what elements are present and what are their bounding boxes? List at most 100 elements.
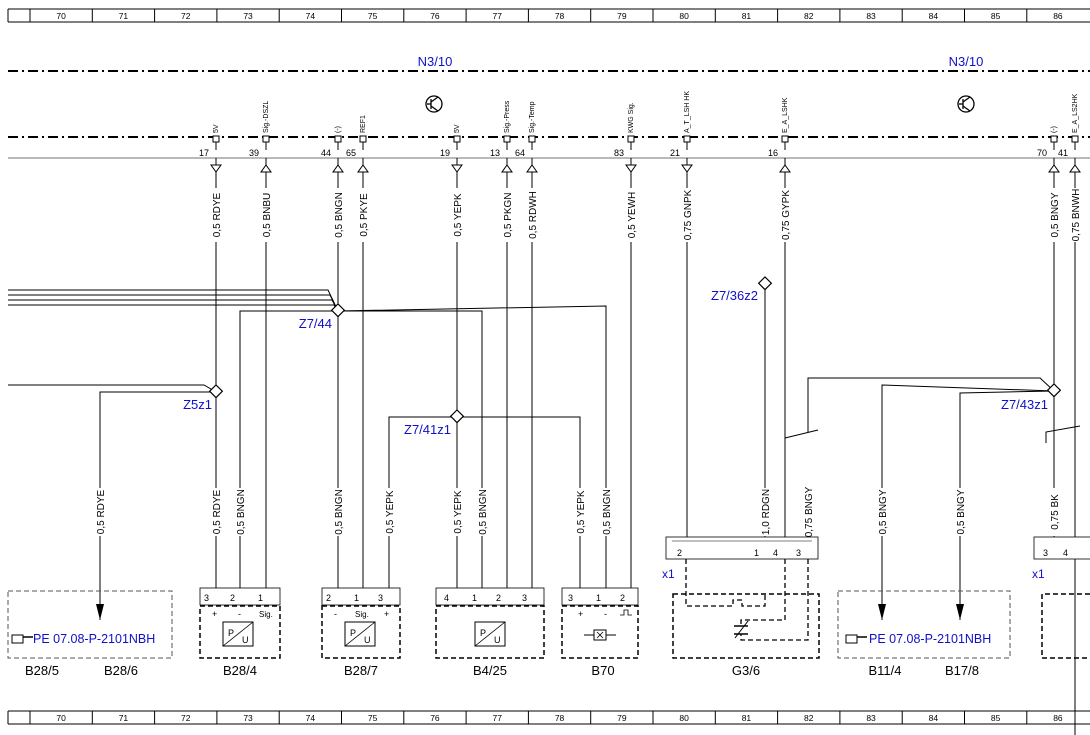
svg-text:-: - — [604, 609, 607, 619]
reference-link[interactable]: PE 07.08-P-2101NBH — [869, 632, 991, 646]
pointing-hand-icon — [11, 634, 33, 644]
x1-pin-label: 3 — [796, 548, 801, 558]
connector-x1: 2 1 4 3 3 4 — [665, 536, 1090, 560]
x1-pin-label: 4 — [1063, 548, 1068, 558]
pin-number: 21 — [670, 148, 680, 158]
pin-terminal — [503, 135, 511, 143]
ruler-column-number: 73 — [243, 713, 253, 723]
svg-text:2: 2 — [620, 593, 625, 603]
harness-lines — [8, 284, 1081, 620]
ruler-column-number: 71 — [119, 713, 129, 723]
ruler-column-number: 82 — [804, 713, 814, 723]
ruler-column-number: 86 — [1053, 11, 1063, 21]
splice-label: Z5z1 — [183, 397, 212, 412]
ruler-column-number: 80 — [679, 11, 689, 21]
transistor-icon — [425, 95, 443, 113]
pin-terminal — [528, 135, 536, 143]
pin-arrow — [1048, 164, 1060, 173]
ruler-column-number: 77 — [493, 11, 503, 21]
svg-text:-: - — [334, 609, 337, 619]
pin-arrow — [1069, 164, 1081, 173]
ruler-column-number: 81 — [742, 713, 752, 723]
pin-signal: E_A_LSHK — [782, 97, 789, 133]
pin-number: 19 — [440, 148, 450, 158]
transistor-icon — [957, 95, 975, 113]
component-label: B28/5 — [25, 663, 59, 678]
component-label: B11/4 — [868, 663, 901, 678]
svg-text:1: 1 — [472, 593, 477, 603]
partial-component-box — [1041, 593, 1090, 659]
ruler-column-number: 75 — [368, 713, 378, 723]
pin-number: 65 — [346, 148, 356, 158]
wire-label: 0,75 BNWH — [1071, 189, 1082, 242]
svg-text:2: 2 — [230, 593, 235, 603]
wire-label: 0,5 RDWH — [528, 191, 539, 239]
wire-label: 0,5 YEPK — [385, 490, 396, 534]
wire-label: 0,5 BNGY — [1050, 192, 1061, 237]
wire-label: 0,75 GNPK — [683, 189, 694, 240]
svg-text:P: P — [350, 628, 356, 638]
pin-arrow — [779, 164, 791, 173]
pin-number: 44 — [321, 148, 331, 158]
ecu-pins: 175V39Sig.-DSZL44(-)65REF1195V13Sig.-Pre… — [199, 91, 1081, 173]
pin-arrow — [260, 164, 272, 173]
reference-box — [837, 590, 1011, 659]
ruler-column-number: 70 — [56, 11, 66, 21]
ruler-column-number: 75 — [368, 11, 378, 21]
component-label: B17/8 — [945, 663, 979, 678]
ruler-column-number: 72 — [181, 713, 191, 723]
wire-label: 0,5 BNBU — [262, 193, 273, 237]
svg-text:3: 3 — [378, 593, 383, 603]
wire-label: 0,5 BNGN — [334, 192, 345, 238]
pin-arrow — [451, 164, 463, 173]
pin-signal: Sig.-Press — [504, 100, 511, 133]
splice-label: Z7/43z1 — [1001, 397, 1048, 412]
ruler-column-number: 81 — [742, 11, 752, 21]
connector-label: x1 — [1032, 567, 1045, 581]
svg-text:+: + — [384, 609, 389, 619]
pin-number: 16 — [768, 148, 778, 158]
ruler-column-number: 85 — [991, 11, 1001, 21]
svg-text:3: 3 — [568, 593, 573, 603]
pin-terminal — [781, 135, 789, 143]
wire-label: 0,75 GYPK — [781, 190, 792, 240]
pin-signal: Sig.-Temp — [529, 101, 536, 133]
ruler-column-number: 85 — [991, 713, 1001, 723]
x1-pin-label: 2 — [677, 548, 682, 558]
svg-text:Sig.: Sig. — [355, 610, 369, 619]
wire-label: 0,5 RDYE — [96, 489, 107, 534]
pin-signal: KWG Sig. — [628, 102, 635, 133]
ruler-column-number: 83 — [866, 11, 876, 21]
pin-terminal — [627, 135, 635, 143]
svg-text:+: + — [212, 609, 217, 619]
pin-arrow — [526, 164, 538, 173]
wire-label: 0,5 BNGY — [956, 489, 967, 534]
sensor-g3-6 — [672, 559, 820, 659]
svg-text:P: P — [228, 628, 234, 638]
pin-signal: E_A_LS2HK — [1072, 93, 1079, 133]
ruler-column-number: 83 — [866, 713, 876, 723]
ruler-column-number: 74 — [306, 713, 316, 723]
splice-label: Z7/36z2 — [711, 288, 758, 303]
x1-pin-label: 1 — [754, 548, 759, 558]
ruler-column-number: 82 — [804, 11, 814, 21]
pin-signal: REF1 — [360, 115, 367, 133]
svg-text:4: 4 — [444, 593, 449, 603]
ruler-column-number: 73 — [243, 11, 253, 21]
ruler-column-number: 76 — [430, 713, 440, 723]
ruler-column-number: 77 — [493, 713, 503, 723]
pin-signal: (-) — [1051, 126, 1058, 133]
reference-link[interactable]: PE 07.08-P-2101NBH — [33, 632, 155, 646]
wire-label: 0,5 PKYE — [359, 193, 370, 237]
ruler-column-number: 79 — [617, 11, 627, 21]
wire-label: 0,5 PKGN — [503, 192, 514, 237]
pin-signal: 5V — [213, 124, 220, 133]
splice-label: Z7/44 — [299, 316, 332, 331]
pin-terminal — [453, 135, 461, 143]
ruler-column-number: 86 — [1053, 713, 1063, 723]
pin-terminal — [334, 135, 342, 143]
